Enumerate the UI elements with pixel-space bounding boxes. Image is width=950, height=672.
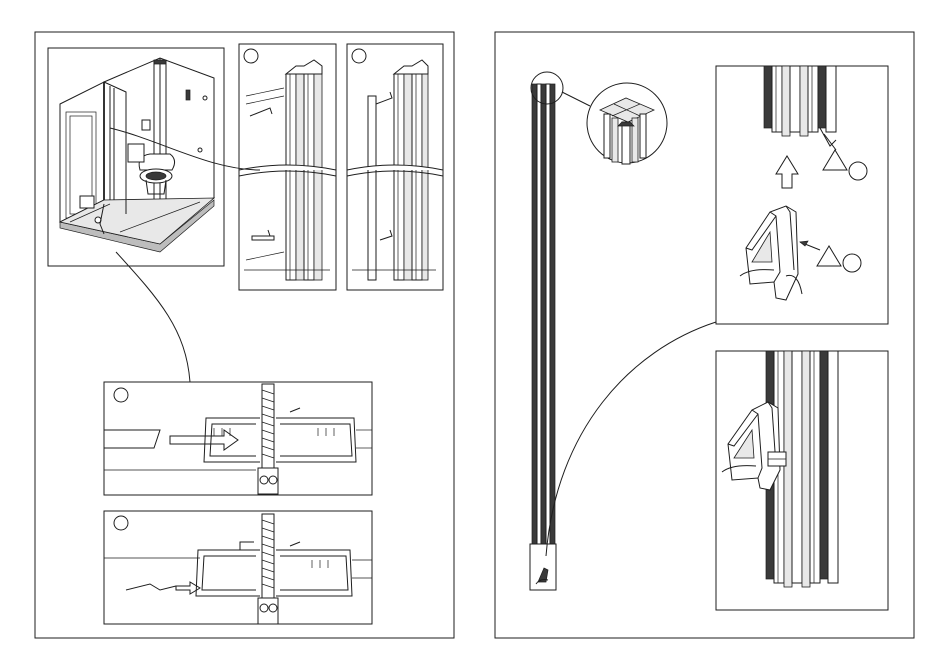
profile-insert-illustration	[104, 384, 372, 494]
callout-line-right	[546, 322, 716, 556]
step-marker-d	[114, 516, 128, 530]
warning-circle-lower	[843, 254, 861, 272]
profile-inserted-illustration	[104, 514, 372, 624]
cross-section-b	[104, 511, 372, 624]
detail-panel-b	[347, 44, 443, 290]
cross-section-a-frame	[104, 382, 372, 495]
corner-profile-cross-section	[600, 98, 654, 164]
right-page-border	[495, 32, 914, 638]
right-page	[495, 32, 914, 638]
step-marker-b	[352, 49, 366, 63]
step-marker-c	[114, 388, 128, 402]
overview-panel	[48, 48, 224, 266]
step-marker-a	[244, 49, 258, 63]
profile-bottom-illustration	[764, 66, 836, 150]
up-arrow-icon	[776, 156, 798, 188]
left-page	[35, 32, 454, 638]
warning-circle-upper	[849, 162, 867, 180]
callout-line-lower	[116, 252, 190, 382]
cap-detail-panel	[716, 66, 888, 324]
cross-section-b-frame	[104, 511, 372, 624]
warning-triangle-upper	[823, 150, 847, 170]
warning-triangle-lower	[817, 246, 841, 266]
end-cap-assembled-illustration	[722, 351, 838, 587]
end-cap-exploded-illustration	[740, 206, 802, 300]
cross-section-a	[104, 382, 372, 495]
corner-zoom	[587, 83, 667, 164]
corner-post-illustration	[530, 72, 590, 590]
detail-panel-a	[239, 44, 336, 290]
cap-assembled-panel	[716, 351, 888, 610]
post-base-box	[530, 544, 556, 590]
